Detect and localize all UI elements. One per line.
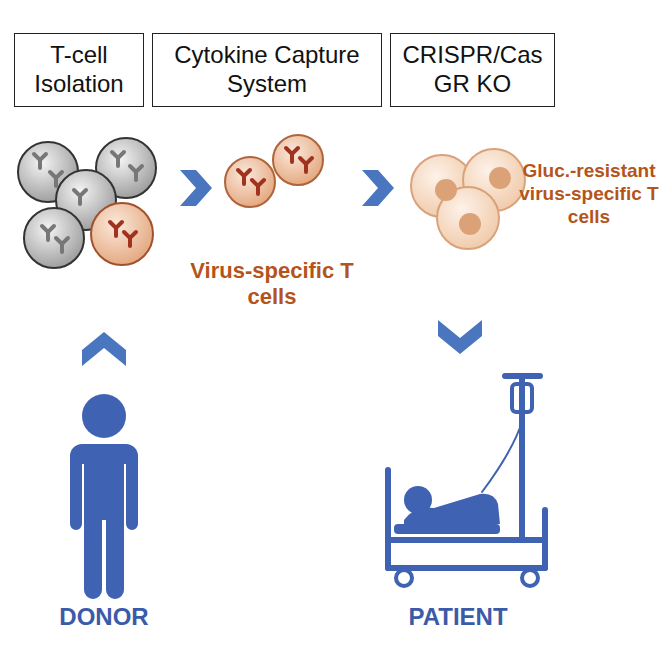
resistant-cells	[411, 149, 525, 249]
t-cell-cluster	[18, 138, 156, 268]
caption-label: DONOR	[34, 603, 174, 632]
step-box: CRISPR/Cas GR KO	[390, 33, 555, 107]
caption-label: PATIENT	[373, 603, 543, 632]
step-box: T-cell Isolation	[14, 33, 144, 107]
step-label: T-cell Isolation	[15, 37, 143, 103]
step-label: Cytokine Capture System	[153, 37, 381, 103]
caption-label: Gluc.-resistant virus-specific T cells	[518, 160, 660, 228]
step-label: CRISPR/Cas GR KO	[391, 37, 554, 103]
caption-label: Virus-specific T cells	[187, 258, 357, 311]
chevrons	[82, 170, 482, 366]
patient-bed	[388, 376, 545, 586]
receptors	[34, 152, 142, 252]
step-box: Cytokine Capture System	[152, 33, 382, 107]
donor-figure	[70, 394, 138, 599]
virus-specific-cells	[225, 135, 323, 207]
